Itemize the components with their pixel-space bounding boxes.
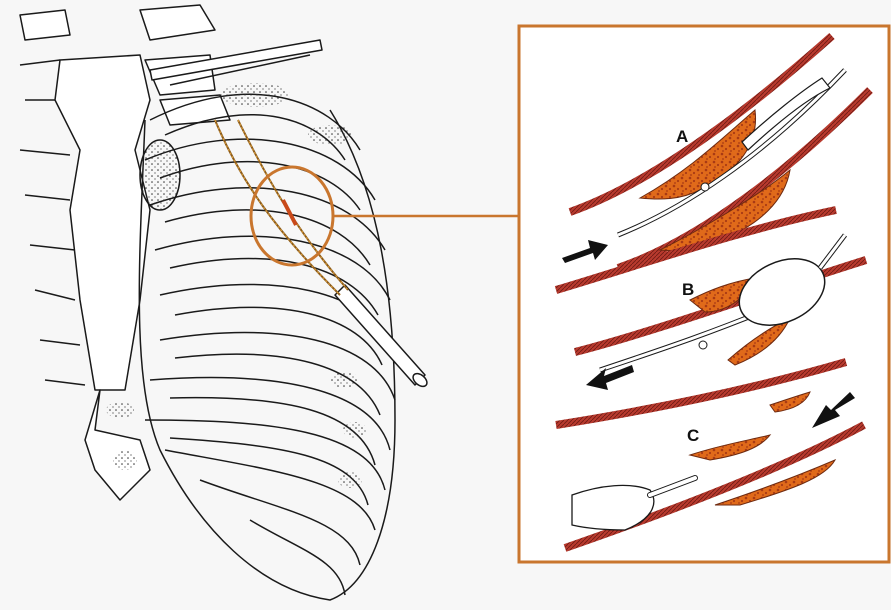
- right-ribs: [145, 94, 395, 595]
- label-a: A: [676, 127, 688, 147]
- label-b: B: [682, 280, 694, 300]
- ribcage-illustration: [20, 5, 429, 600]
- sternum: [55, 55, 150, 500]
- guide-wires: [215, 120, 348, 295]
- cartilage-stipple: [106, 83, 367, 488]
- catheter-tube: [335, 285, 425, 385]
- label-c: C: [687, 426, 699, 446]
